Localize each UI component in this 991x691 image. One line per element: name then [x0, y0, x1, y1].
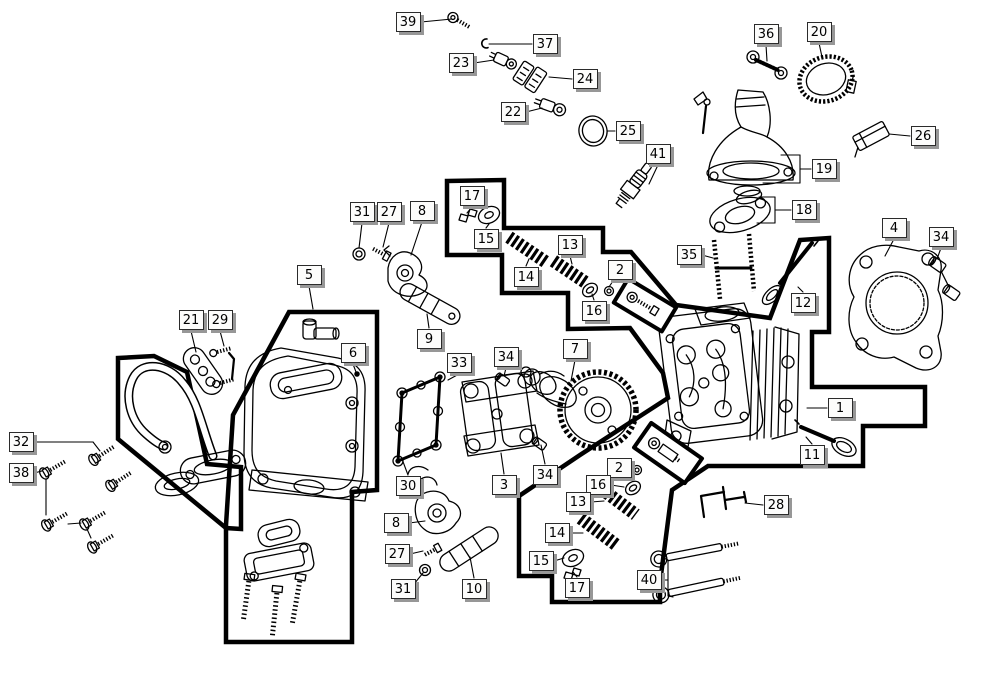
head-bolts-40-drawing — [650, 541, 742, 604]
callout-30[interactable]: 30 — [395, 476, 421, 496]
callout-13-a[interactable]: 13 — [557, 235, 583, 255]
callout-25[interactable]: 25 — [615, 121, 641, 141]
callout-35[interactable]: 35 — [676, 245, 702, 265]
callout-5[interactable]: 5 — [296, 265, 322, 285]
cylinder-head-drawing — [658, 302, 800, 453]
o-ring-25-drawing — [578, 115, 608, 147]
callout-34-b[interactable]: 34 — [532, 465, 558, 485]
leader-lines — [33, 18, 942, 598]
fitting-22-drawing — [533, 98, 567, 117]
callout-34-a[interactable]: 34 — [493, 347, 519, 367]
exhaust-stud-plate-drawing — [182, 347, 224, 395]
callout-11[interactable]: 11 — [799, 445, 825, 465]
callout-8-b[interactable]: 8 — [383, 513, 409, 533]
callout-13-b[interactable]: 13 — [565, 492, 591, 512]
callout-33[interactable]: 33 — [446, 353, 472, 373]
flange-bolts-32-drawing — [88, 444, 133, 493]
stud-bolts-29-drawing — [209, 346, 236, 389]
callout-37[interactable]: 37 — [532, 34, 558, 54]
callout-2-a[interactable]: 2 — [607, 260, 633, 280]
adjuster-nut-lower-drawing — [418, 563, 432, 577]
callout-27-b[interactable]: 27 — [384, 544, 410, 564]
air-pipe-outline — [115, 353, 244, 532]
callout-31-b[interactable]: 31 — [390, 579, 416, 599]
camshaft-drawing — [520, 366, 639, 451]
callout-26[interactable]: 26 — [910, 126, 936, 146]
callout-20[interactable]: 20 — [806, 22, 832, 42]
spark-plug-drawing — [615, 162, 652, 209]
callout-34-c[interactable]: 34 — [928, 227, 954, 247]
callout-32[interactable]: 32 — [8, 432, 34, 452]
callout-38[interactable]: 38 — [8, 463, 34, 483]
clip-28-drawing — [699, 485, 748, 519]
valve-cover-outline — [223, 309, 380, 645]
adjuster-screw-upper-drawing — [372, 247, 392, 262]
callout-36[interactable]: 36 — [753, 24, 779, 44]
dowel-34b-drawing — [531, 436, 548, 451]
head-gasket-drawing — [848, 244, 944, 371]
clip-37-drawing — [481, 38, 489, 49]
rocker-holder-drawing — [459, 370, 540, 457]
insulator-flange-drawing — [709, 189, 771, 234]
callout-31-a[interactable]: 31 — [349, 202, 375, 222]
air-pipe-drawing — [124, 361, 247, 497]
callout-39[interactable]: 39 — [395, 12, 421, 32]
plates-24-drawing — [512, 60, 548, 94]
group-outlines — [115, 177, 928, 645]
callout-21[interactable]: 21 — [178, 310, 204, 330]
exhaust-valve-drawing — [794, 419, 857, 457]
stud-set-drawing — [392, 371, 446, 467]
dowel-pins-drawing — [928, 255, 961, 301]
rocker-shaft-lower-drawing — [439, 526, 499, 572]
fitting-23-drawing — [489, 51, 517, 70]
callout-29[interactable]: 29 — [207, 310, 233, 330]
callout-24[interactable]: 24 — [572, 69, 598, 89]
callout-15-a[interactable]: 15 — [473, 229, 499, 249]
callout-12[interactable]: 12 — [790, 293, 816, 313]
adjuster-screw-lower-drawing — [423, 542, 443, 557]
callout-14-a[interactable]: 14 — [513, 267, 539, 287]
rocker-arm-upper-drawing — [383, 245, 428, 297]
valve-cover-drawing — [243, 318, 369, 502]
callout-6[interactable]: 6 — [340, 343, 366, 363]
callout-10[interactable]: 10 — [461, 579, 487, 599]
callout-23[interactable]: 23 — [448, 53, 474, 73]
intake-valve-drawing — [761, 240, 819, 306]
callout-2-b[interactable]: 2 — [606, 458, 632, 478]
intake-manifold-drawing — [693, 89, 796, 197]
link-36-drawing — [746, 50, 788, 80]
callout-28[interactable]: 28 — [763, 495, 789, 515]
callout-15-b[interactable]: 15 — [528, 551, 554, 571]
callout-16-a[interactable]: 16 — [581, 301, 607, 321]
rocker-shaft-upper-drawing — [399, 282, 461, 326]
callout-40[interactable]: 40 — [636, 570, 662, 590]
head-studs-drawing — [711, 233, 757, 300]
callout-22[interactable]: 22 — [500, 102, 526, 122]
tappet-cover-frame-lower — [632, 420, 704, 486]
callout-18[interactable]: 18 — [791, 200, 817, 220]
bracket-26-drawing — [852, 121, 890, 158]
cover-plate-and-studs-drawing — [240, 518, 315, 639]
callout-16-b[interactable]: 16 — [585, 475, 611, 495]
callout-9[interactable]: 9 — [416, 329, 442, 349]
callout-8-a[interactable]: 8 — [409, 201, 435, 221]
callout-17-a[interactable]: 17 — [459, 186, 485, 206]
tappet-cover-frame-upper — [611, 276, 679, 334]
callout-3[interactable]: 3 — [491, 475, 517, 495]
callout-7[interactable]: 7 — [562, 339, 588, 359]
callout-17-b[interactable]: 17 — [564, 578, 590, 598]
callout-27-a[interactable]: 27 — [376, 202, 402, 222]
callout-4[interactable]: 4 — [881, 218, 907, 238]
callout-14-b[interactable]: 14 — [544, 523, 570, 543]
dowel-34a-drawing — [494, 372, 511, 387]
breather-pipe — [302, 318, 340, 340]
callout-1[interactable]: 1 — [827, 398, 853, 418]
callout-41[interactable]: 41 — [645, 144, 671, 164]
main-assembly-outline — [444, 177, 928, 605]
callout-19[interactable]: 19 — [811, 159, 837, 179]
